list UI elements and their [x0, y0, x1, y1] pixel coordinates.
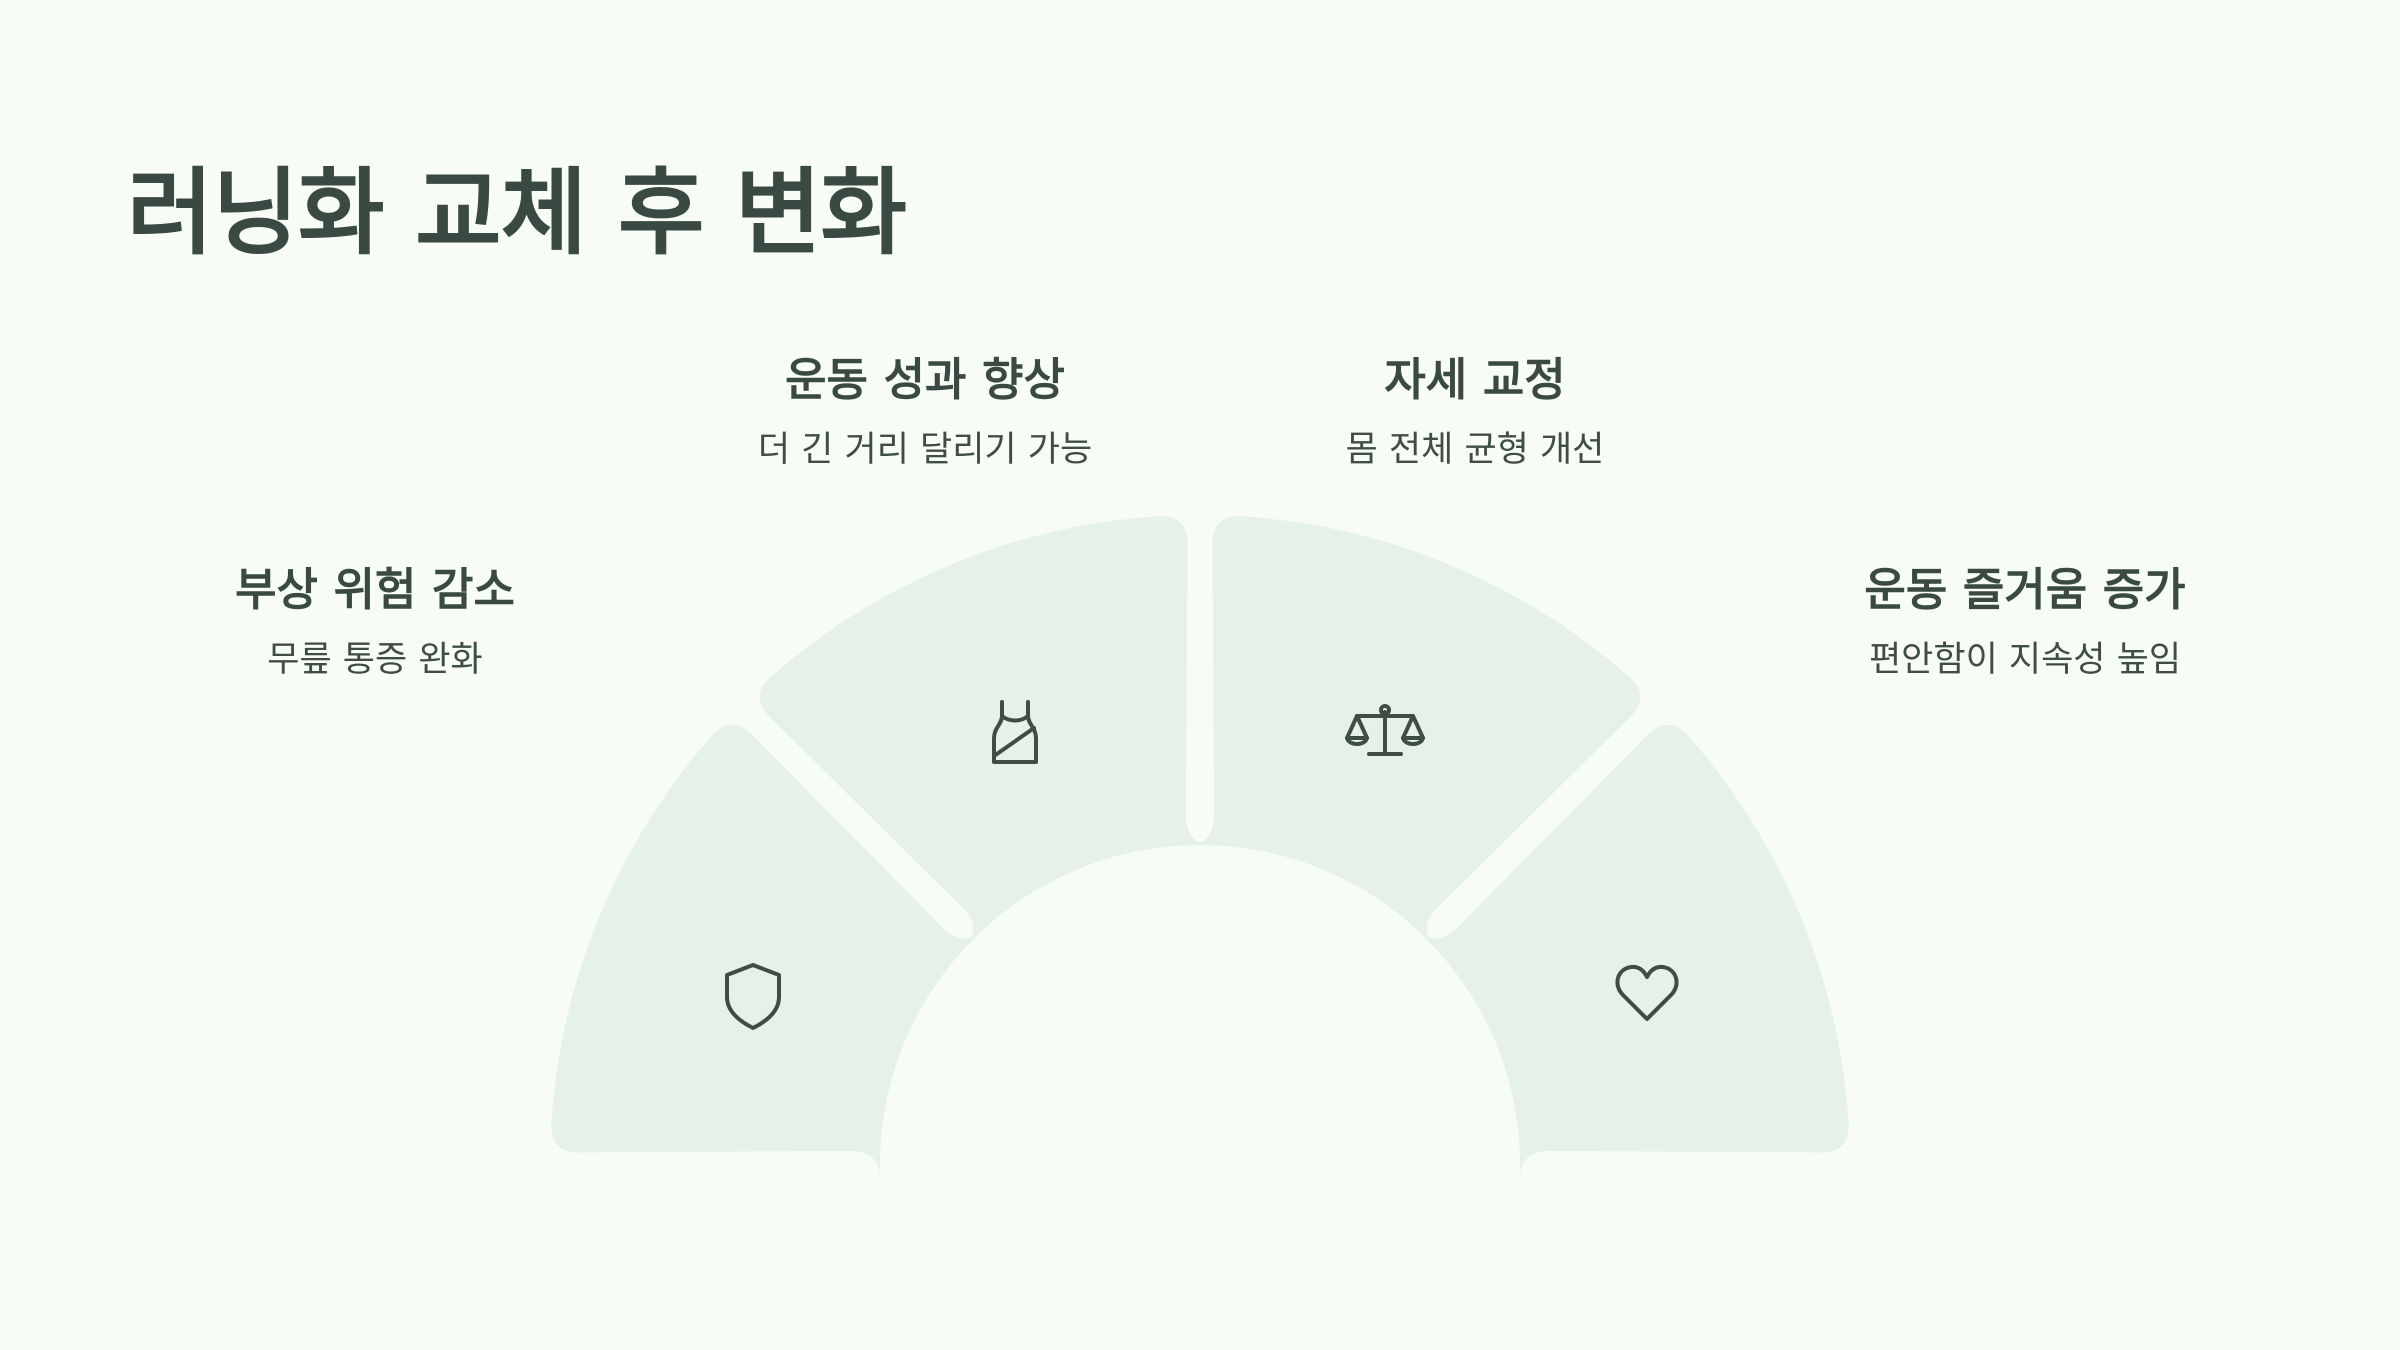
segment-label-performance: 운동 성과 향상 더 긴 거리 달리기 가능 [725, 352, 1125, 472]
segment-label-posture: 자세 교정 몸 전체 균형 개선 [1275, 352, 1675, 472]
segment-heading: 자세 교정 [1384, 353, 1566, 406]
segment-heading: 운동 즐거움 증가 [1864, 563, 2186, 616]
scale-icon [1345, 704, 1425, 756]
segment-label-injury: 부상 위험 감소 무릎 통증 완화 [175, 562, 575, 682]
segment-posture [1185, 516, 1641, 950]
segment-description: 몸 전체 균형 개선 [1345, 430, 1605, 470]
segment-label-enjoyment: 운동 즐거움 증가 편안함이 지속성 높임 [1825, 562, 2225, 682]
segment-heading: 부상 위험 감소 [235, 563, 515, 616]
segment-performance [759, 516, 1215, 950]
segment-heading: 운동 성과 향상 [785, 353, 1065, 406]
segment-description: 무릎 통증 완화 [267, 640, 483, 680]
tank-top-icon [992, 700, 1038, 764]
page-title: 러닝화 교체 후 변화 [127, 159, 907, 268]
segment-injury [551, 724, 985, 1180]
segment-description: 편안함이 지속성 높임 [1868, 640, 2182, 680]
segments [551, 516, 1849, 1180]
shield-icon [725, 963, 781, 1030]
heart-icon [1615, 964, 1679, 1021]
segment-description: 더 긴 거리 달리기 가능 [757, 430, 1093, 470]
segment-enjoyment [1415, 724, 1849, 1180]
